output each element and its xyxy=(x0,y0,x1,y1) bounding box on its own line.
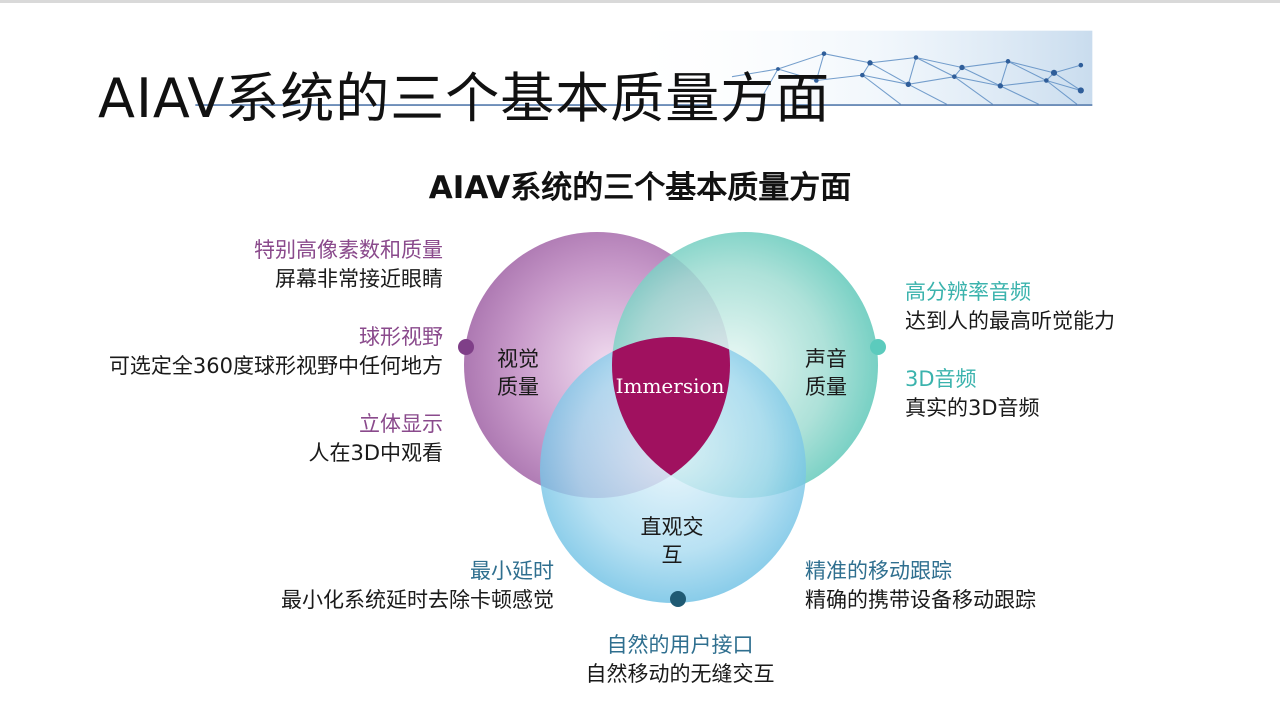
feature-desc-tracking: 精确的携带设备移动跟踪 xyxy=(805,588,1036,612)
visual-quality-label: 视觉 质量 xyxy=(488,345,548,401)
feature-desc-pixels: 屏幕非常接近眼睛 xyxy=(275,267,443,291)
feature-title-pixels: 特别高像素数和质量 xyxy=(254,238,443,262)
immersion-label: Immersion xyxy=(615,374,725,398)
visual-label-line2: 质量 xyxy=(497,375,539,399)
feature-title-natural-ui: 自然的用户接口 xyxy=(606,633,754,657)
visual-connector-dot xyxy=(458,339,474,355)
interaction-connector-dot xyxy=(670,591,686,607)
feature-title-latency: 最小延时 xyxy=(470,559,554,583)
interaction-label-line1: 直观交 xyxy=(640,515,704,539)
feature-title-hires-audio: 高分辨率音频 xyxy=(905,280,1031,304)
diagram-title: AIAV系统的三个基本质量方面 xyxy=(428,170,852,206)
header-network-decoration xyxy=(195,30,1093,106)
top-border xyxy=(0,0,1280,3)
feature-title-3d-audio: 3D音频 xyxy=(905,367,977,391)
audio-quality-label: 声音 质量 xyxy=(796,345,856,401)
feature-desc-latency: 最小化系统延时去除卡顿感觉 xyxy=(281,588,554,612)
audio-connector-dot xyxy=(870,339,886,355)
feature-desc-natural-ui: 自然移动的无缝交互 xyxy=(585,662,775,686)
interaction-label-line2: 互 xyxy=(661,543,683,567)
interaction-label: 直观交 互 xyxy=(630,513,714,569)
feature-title-stereo: 立体显示 xyxy=(359,412,443,436)
audio-label-line2: 质量 xyxy=(805,375,847,399)
visual-label-line1: 视觉 xyxy=(497,347,539,371)
feature-title-tracking: 精准的移动跟踪 xyxy=(805,559,952,583)
feature-desc-stereo: 人在3D中观看 xyxy=(308,441,443,465)
feature-title-spherical-fov: 球形视野 xyxy=(359,325,443,349)
feature-desc-3d-audio: 真实的3D音频 xyxy=(905,396,1040,420)
immersion-intersection xyxy=(612,337,730,498)
feature-desc-spherical-fov: 可选定全360度球形视野中任何地方 xyxy=(108,354,443,378)
audio-label-line1: 声音 xyxy=(805,347,847,371)
feature-desc-hires-audio: 达到人的最高听觉能力 xyxy=(905,309,1115,333)
page-title: AIAV系统的三个基本质量方面 xyxy=(98,67,831,130)
